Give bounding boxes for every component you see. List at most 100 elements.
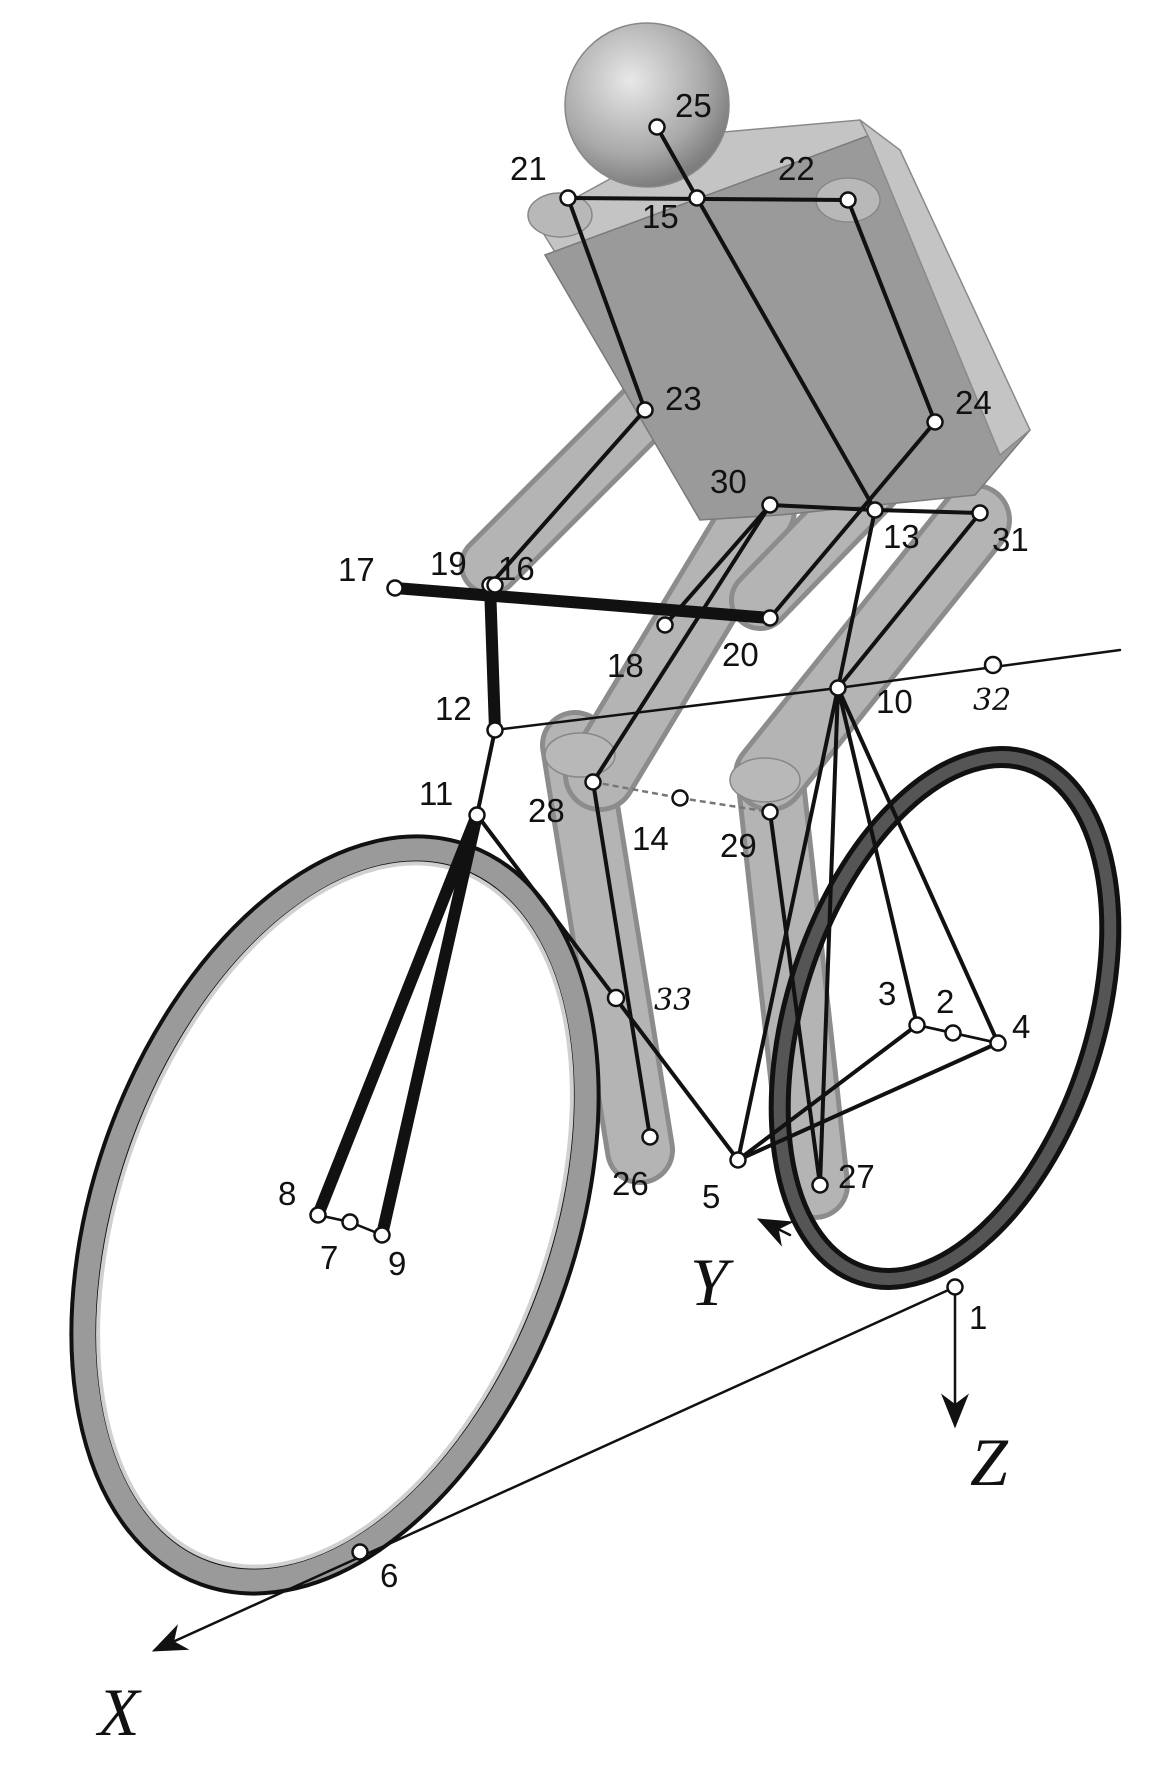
node-6 <box>351 1543 369 1561</box>
node-25 <box>648 118 666 136</box>
label-node-11: 11 <box>419 775 453 812</box>
link-24-20 <box>768 420 937 620</box>
left-arm-fill <box>464 384 671 591</box>
x-axis-label: X <box>95 1674 142 1750</box>
link-5-4 <box>736 1041 1000 1162</box>
x-axis-arrow <box>151 1285 957 1652</box>
label-node-1: 1 <box>969 1299 987 1336</box>
link-28-26 <box>591 780 652 1139</box>
link-10-3 <box>836 686 919 1027</box>
label-node-17: 17 <box>338 551 375 588</box>
link-31-10 <box>836 511 982 690</box>
link-12-11 <box>475 728 497 817</box>
z-axis-label: Z <box>970 1424 1009 1500</box>
label-node-2: 2 <box>936 983 954 1020</box>
bar-11-8 <box>312 809 483 1221</box>
rear-wheel-tire <box>773 751 1117 1285</box>
link-5-3 <box>736 1023 919 1162</box>
node-19 <box>486 576 504 594</box>
node-1 <box>946 1278 964 1296</box>
link-10-12 <box>493 686 840 732</box>
node-18 <box>656 616 674 634</box>
node-13 <box>866 501 884 519</box>
label-node-18: 18 <box>607 647 644 684</box>
link-25-15 <box>655 125 699 200</box>
label-node-24: 24 <box>955 384 992 421</box>
node-8 <box>309 1206 327 1224</box>
label-node-22: 22 <box>778 150 815 187</box>
link-14-29 <box>679 796 771 814</box>
node-17 <box>386 579 404 597</box>
line-32 <box>836 648 1122 690</box>
y-axis-label: Y <box>690 1244 734 1320</box>
node-22 <box>839 191 857 209</box>
link-13-31 <box>873 508 982 515</box>
link-10-4 <box>836 686 1000 1045</box>
link-28-14 <box>592 780 681 800</box>
link-21-23 <box>566 196 647 412</box>
link-30-13 <box>768 503 877 512</box>
label-node-31: 31 <box>992 521 1029 558</box>
bar-11-9 <box>376 809 483 1241</box>
label-node-13: 13 <box>883 518 920 555</box>
label-node-26: 26 <box>612 1165 649 1202</box>
link-22-24 <box>846 198 937 424</box>
kinematic-links <box>312 125 1000 1241</box>
node-24 <box>926 413 944 431</box>
node-30 <box>761 496 779 514</box>
node-12 <box>486 721 504 739</box>
node-9 <box>373 1226 391 1244</box>
node-14 <box>671 789 689 807</box>
label-node-14: 14 <box>632 820 669 857</box>
node-20 <box>761 609 779 627</box>
node-15 <box>688 189 706 207</box>
node-26 <box>641 1128 659 1146</box>
node-5 <box>729 1151 747 1169</box>
label-node-12: 12 <box>435 690 472 727</box>
label-node-10: 10 <box>876 683 913 720</box>
left-shoulder-shape <box>527 192 593 238</box>
label-point-32: 32 <box>973 683 1011 718</box>
label-node-6: 6 <box>380 1557 398 1594</box>
left-knee-shape <box>544 732 616 778</box>
torso-side-face <box>859 119 1031 457</box>
label-node-19: 19 <box>430 545 467 582</box>
link-11-5 <box>475 813 740 1162</box>
label-node-30: 30 <box>710 463 747 500</box>
left-leg-fill <box>545 715 670 1180</box>
node-32 <box>983 655 1003 675</box>
link-23-16 <box>488 408 647 587</box>
right-knee-shape <box>729 757 801 803</box>
node-11 <box>468 806 486 824</box>
coordinate-axes <box>151 648 1122 1652</box>
node-21 <box>559 189 577 207</box>
head-sphere <box>564 22 730 188</box>
label-node-9: 9 <box>388 1245 406 1282</box>
label-node-29: 29 <box>720 827 757 864</box>
node-29 <box>761 803 779 821</box>
label-node-21: 21 <box>510 150 547 187</box>
node-2 <box>944 1024 962 1042</box>
label-node-4: 4 <box>1012 1008 1030 1045</box>
node-4 <box>989 1034 1007 1052</box>
node-3 <box>908 1016 926 1034</box>
label-node-3: 3 <box>878 975 896 1012</box>
label-node-25: 25 <box>675 87 712 124</box>
node-23 <box>636 401 654 419</box>
label-node-23: 23 <box>665 380 702 417</box>
link-10-27 <box>818 686 840 1187</box>
node-7 <box>341 1213 359 1231</box>
label-node-5: 5 <box>702 1178 720 1215</box>
link-15-13 <box>695 196 877 512</box>
kinematic-nodes <box>309 118 1007 1561</box>
link-29-27 <box>768 810 822 1187</box>
node-31 <box>971 504 989 522</box>
label-node-16: 16 <box>498 550 535 587</box>
link-13-10 <box>836 508 877 690</box>
label-node-15: 15 <box>642 198 679 235</box>
node-28 <box>584 773 602 791</box>
label-node-27: 27 <box>838 1158 875 1195</box>
